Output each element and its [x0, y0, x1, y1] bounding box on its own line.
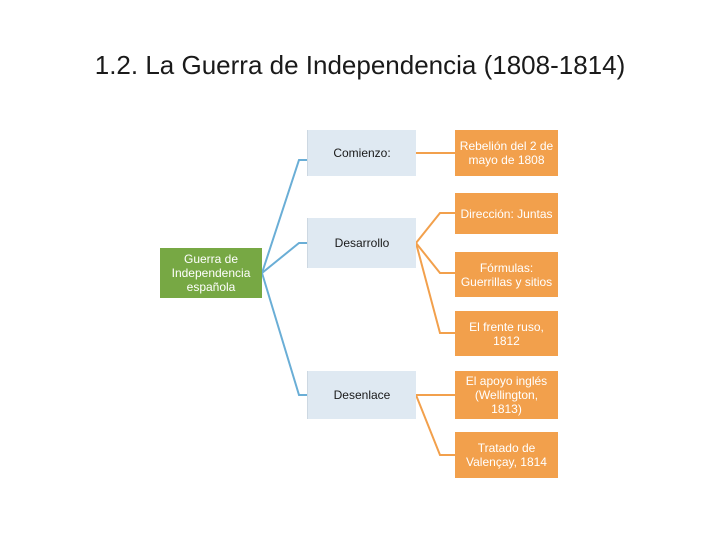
- link-root-desenlace: [261, 272, 307, 396]
- link-root-desarrollo: [261, 242, 307, 274]
- page-title: 1.2. La Guerra de Independencia (1808-18…: [94, 50, 626, 80]
- leaf-juntas: Dirección: Juntas: [455, 193, 558, 234]
- root-node: Guerra de Independencia española: [160, 248, 262, 298]
- leaf-frente-ruso: El frente ruso, 1812: [455, 311, 558, 356]
- link-desarrollo-formulas: [415, 242, 455, 274]
- branch-comienzo: Comienzo:: [307, 130, 416, 176]
- branch-desenlace: Desenlace: [307, 371, 416, 419]
- leaf-apoyo-ingles: El apoyo inglés (Wellington, 1813): [455, 371, 558, 419]
- leaf-formulas: Fórmulas: Guerrillas y sitios: [455, 252, 558, 297]
- link-desarrollo-frente: [415, 242, 455, 334]
- leaf-tratado: Tratado de Valençay, 1814: [455, 432, 558, 478]
- link-desarrollo-juntas: [415, 212, 455, 244]
- link-root-comienzo: [261, 159, 307, 274]
- link-desenlace-tratado: [415, 394, 455, 456]
- leaf-rebelion: Rebelión del 2 de mayo de 1808: [455, 130, 558, 176]
- branch-desarrollo: Desarrollo: [307, 218, 416, 268]
